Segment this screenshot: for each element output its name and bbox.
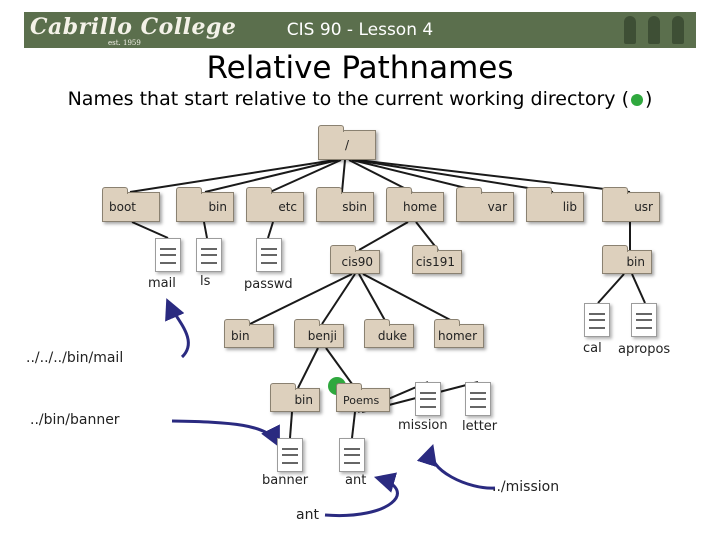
folder-cis90-bin[interactable]: bin: [224, 319, 274, 348]
file-label-letter: letter: [462, 419, 498, 434]
folder-var[interactable]: var: [456, 187, 514, 222]
folder-boot[interactable]: boot: [102, 187, 160, 222]
file-icon[interactable]: [196, 238, 222, 272]
slide-header: Cabrillo College est. 1959 CIS 90 - Less…: [24, 12, 696, 48]
folder-bin[interactable]: bin: [176, 187, 234, 222]
folder-benji[interactable]: benji: [294, 319, 344, 348]
relpath-banner: ../bin/banner: [30, 412, 120, 428]
folder-homer[interactable]: homer: [434, 319, 484, 348]
file-icon[interactable]: [465, 382, 491, 416]
file-icon[interactable]: [415, 382, 441, 416]
file-label-ant: ant: [345, 473, 367, 488]
folder-root[interactable]: /: [318, 125, 376, 160]
slide-subtitle: Names that start relative to the current…: [0, 88, 720, 110]
folder-duke[interactable]: duke: [364, 319, 414, 348]
college-est: est. 1959: [108, 39, 141, 47]
graduate-silhouette: [648, 16, 660, 44]
folder-usr-bin[interactable]: bin: [602, 245, 652, 274]
subtitle-close: ): [644, 88, 653, 110]
folder-home[interactable]: home: [386, 187, 444, 222]
lesson-title: CIS 90 - Lesson 4: [286, 20, 434, 40]
file-label-banner: banner: [262, 473, 309, 488]
file-icon[interactable]: [339, 438, 365, 472]
folder-usr[interactable]: usr: [602, 187, 660, 222]
file-icon[interactable]: [631, 303, 657, 337]
cwd-legend-dot: [630, 93, 643, 106]
folder-poems[interactable]: Poems: [336, 383, 390, 412]
slide-title: Relative Pathnames: [206, 50, 514, 86]
relpath-ant: ant: [296, 507, 319, 523]
file-label-passwd: passwd: [244, 277, 293, 292]
file-icon[interactable]: [584, 303, 610, 337]
file-label-mail: mail: [148, 276, 176, 291]
folder-sbin[interactable]: sbin: [316, 187, 374, 222]
file-label-mission: mission: [398, 418, 448, 433]
graduate-silhouette: [672, 16, 684, 44]
folder-lib[interactable]: lib: [526, 187, 584, 222]
relative-path-arrows: [165, 298, 496, 518]
folder-cis90[interactable]: cis90: [330, 245, 380, 274]
file-label-apropos: apropos: [618, 342, 671, 357]
folder-cis191[interactable]: cis191: [412, 245, 462, 274]
graduate-silhouette: [624, 16, 636, 44]
file-label-ls: ls: [200, 274, 211, 289]
college-logo: Cabrillo College: [30, 14, 237, 40]
folder-benji-bin[interactable]: bin: [270, 383, 320, 412]
relpath-mission: ../mission: [492, 479, 560, 495]
file-icon[interactable]: [277, 438, 303, 472]
file-label-cal: cal: [583, 341, 602, 356]
file-icon[interactable]: [256, 238, 282, 272]
tree-lines: [129, 159, 646, 439]
folder-etc[interactable]: etc: [246, 187, 304, 222]
file-icon[interactable]: [155, 238, 181, 272]
subtitle-text: Names that start relative to the current…: [67, 88, 629, 110]
relpath-mail: ../../../bin/mail: [26, 350, 124, 366]
